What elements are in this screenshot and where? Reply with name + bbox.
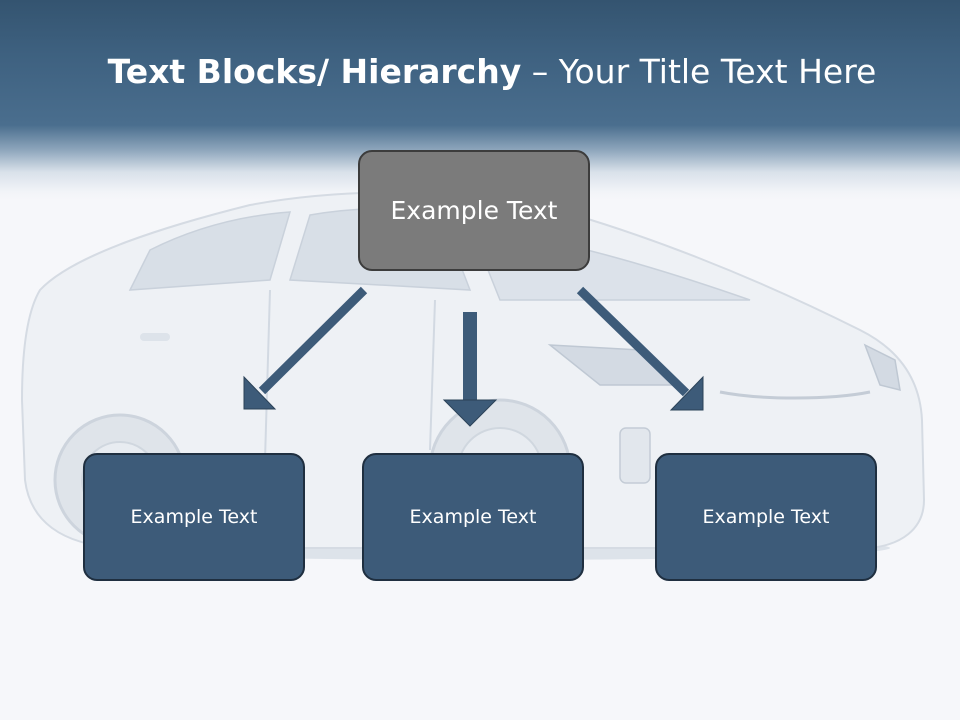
arrow-to-right-child xyxy=(576,286,704,411)
hierarchy-root-box[interactable]: Example Text xyxy=(358,150,590,271)
car-door-handle xyxy=(140,333,170,341)
car-rear-window xyxy=(128,211,292,291)
title-normal: Your Title Text Here xyxy=(558,52,877,91)
hierarchy-child-box-left[interactable]: Example Text xyxy=(83,453,305,581)
car-door-line xyxy=(429,299,436,451)
title-bold: Text Blocks/ Hierarchy xyxy=(107,52,522,91)
title-separator: – xyxy=(521,52,559,91)
hierarchy-child-box-middle[interactable]: Example Text xyxy=(362,453,584,581)
car-headlight-right xyxy=(863,343,901,392)
hierarchy-child-box-right[interactable]: Example Text xyxy=(655,453,877,581)
arrow-to-left-child xyxy=(243,286,368,410)
car-door-line xyxy=(264,289,271,461)
car-fog-light xyxy=(619,427,651,484)
slide-title: Text Blocks/ Hierarchy – Your Title Text… xyxy=(0,52,960,91)
arrow-to-middle-child xyxy=(442,312,498,427)
car-grille xyxy=(719,390,871,400)
